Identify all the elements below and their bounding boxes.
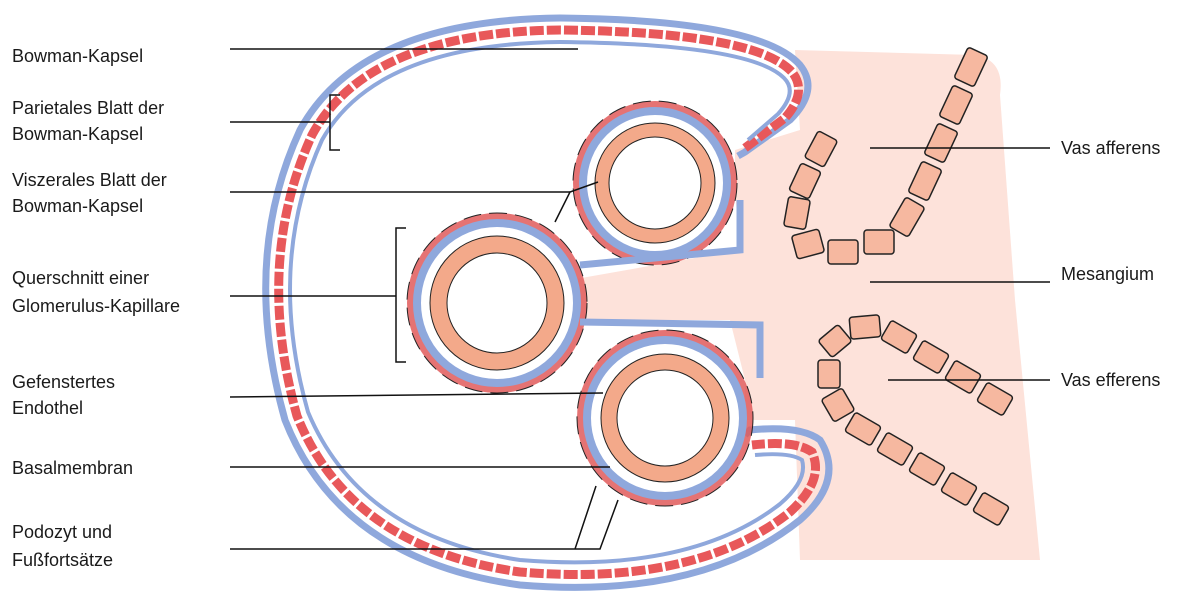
label-basalmembran: Basalmembran xyxy=(12,458,133,478)
leader-podozyt xyxy=(230,486,618,549)
label-podozyt-line2: Fußfortsätze xyxy=(12,550,113,570)
label-bowman-kapsel: Bowman-Kapsel xyxy=(12,46,143,66)
bracket-querschnitt xyxy=(385,228,406,362)
leader-endothel xyxy=(230,393,603,397)
label-parietales-line1: Parietales Blatt der xyxy=(12,98,164,118)
label-viszerales-line2: Bowman-Kapsel xyxy=(12,196,143,216)
capillary-bottom xyxy=(577,330,753,506)
label-parietales-line2: Bowman-Kapsel xyxy=(12,124,143,144)
label-querschnitt-line1: Querschnitt einer xyxy=(12,268,149,288)
label-endothel-line2: Endothel xyxy=(12,398,83,418)
label-querschnitt-line2: Glomerulus-Kapillare xyxy=(12,296,180,316)
label-vas-afferens: Vas afferens xyxy=(1061,138,1160,158)
label-podozyt-line1: Podozyt und xyxy=(12,522,112,542)
label-endothel-line1: Gefenstertes xyxy=(12,372,115,392)
capillary-top xyxy=(573,101,737,265)
label-viszerales-line1: Viszerales Blatt der xyxy=(12,170,167,190)
label-vas-efferens: Vas efferens xyxy=(1061,370,1160,390)
capillary-left xyxy=(407,213,587,393)
label-mesangium: Mesangium xyxy=(1061,264,1154,284)
